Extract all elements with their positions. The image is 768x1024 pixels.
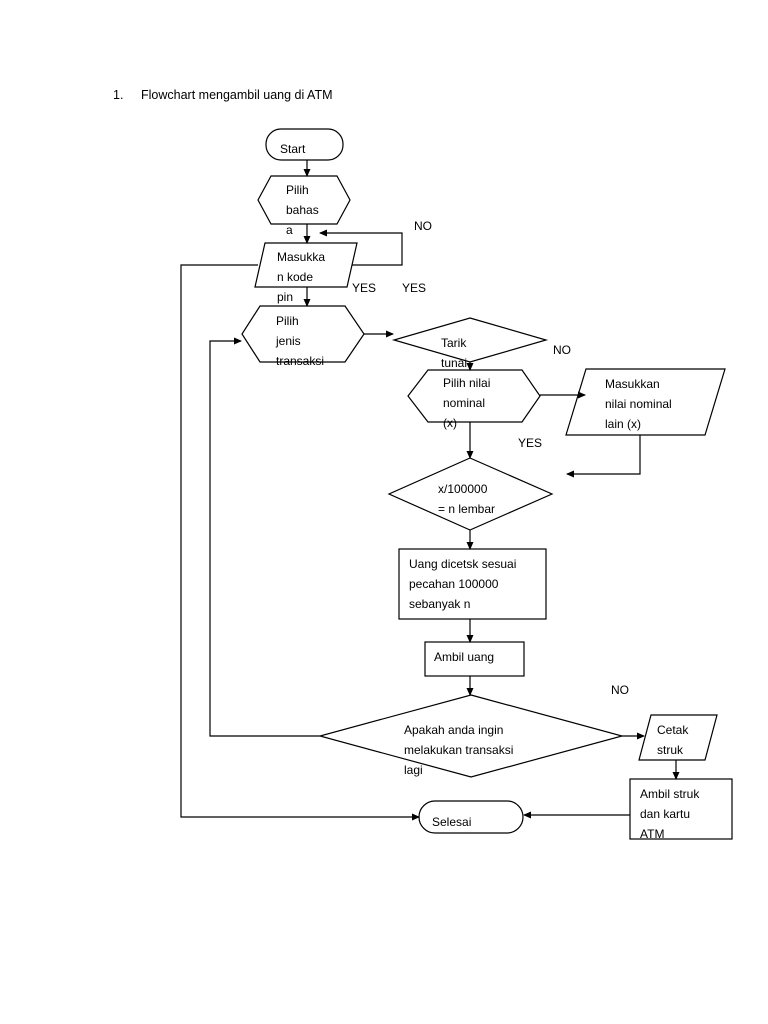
- title-number: 1.: [113, 88, 124, 102]
- edge-label-yes-tarik: YES: [402, 281, 427, 295]
- loop-transaksi-yes: [209, 337, 320, 737]
- selesai-label: Selesai: [432, 815, 472, 829]
- nominal-lain-parallelogram: [565, 368, 726, 436]
- masukkan-pin-label: Masukka n kode pin: [277, 250, 326, 304]
- pilih-nominal-label: Pilih nilai nominal (x): [443, 376, 491, 430]
- start-terminator: [265, 128, 344, 161]
- hitung-lembar-label: x/100000 = n lembar: [438, 482, 496, 516]
- transaksi-lagi-diamond: [317, 694, 625, 778]
- pilih-transaksi-hexagon: [241, 305, 365, 363]
- edge-label-no-tarik: NO: [553, 343, 571, 357]
- cetak-struk-label: Cetak struk: [657, 723, 689, 757]
- edge-label-no-transaksi: NO: [611, 683, 629, 697]
- edge-label-yes-pin: YES: [352, 281, 377, 295]
- edge-label-no-pin: NO: [414, 219, 432, 233]
- nominal-lain-label: Masukkan nilai nominal lain (x): [605, 377, 672, 431]
- uang-dicetak-label: Uang dicetsk sesuai pecahan 100000 seban…: [409, 557, 517, 611]
- ambil-uang-box: [424, 641, 525, 677]
- pilih-bahasa-hexagon: [257, 175, 351, 225]
- pilih-nominal-hexagon: [407, 369, 541, 423]
- tarik-tunai-diamond: [391, 317, 549, 363]
- ambil-uang-label: Ambil uang: [434, 650, 495, 664]
- pilih-bahasa-label: Pilih bahas a: [286, 183, 319, 237]
- masukkan-pin-parallelogram: [254, 242, 358, 288]
- pilih-transaksi-label: Pilih jenis transaksi: [276, 314, 325, 368]
- ambil-struk-box: [629, 778, 733, 840]
- uang-dicetak-box: [398, 548, 547, 620]
- cetak-struk-parallelogram: [638, 714, 718, 761]
- tarik-tunai-label: Tarik tunai: [441, 336, 468, 370]
- edge-label-yes-nominal: YES: [518, 436, 543, 450]
- transaksi-lagi-label: Apakah anda ingin melakukan transaksi la…: [404, 723, 514, 777]
- loop-pin-no: [319, 229, 403, 266]
- arrow-lain-return: [566, 435, 641, 478]
- start-label: Start: [280, 142, 306, 156]
- ambil-struk-label: Ambil struk dan kartu ATM: [640, 787, 700, 841]
- title-text: Flowchart mengambil uang di ATM: [141, 88, 333, 102]
- page-title: 1. Flowchart mengambil uang di ATM: [113, 88, 333, 102]
- line-pin-selesai: [180, 264, 420, 821]
